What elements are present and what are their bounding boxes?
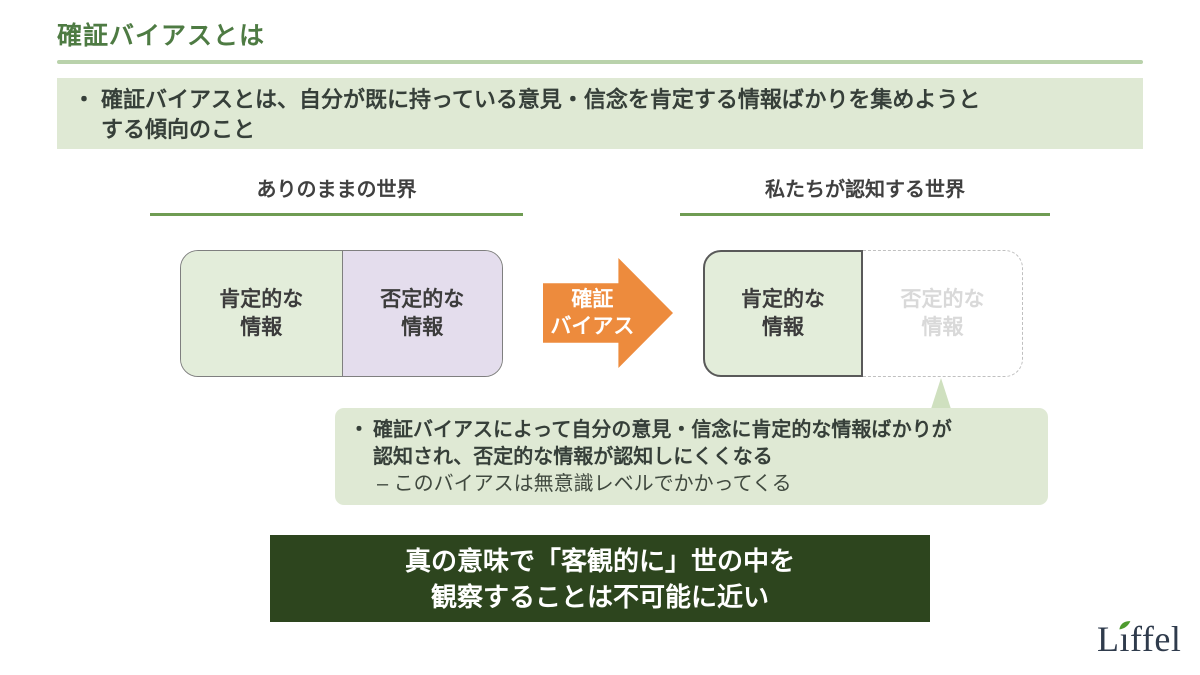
conclusion-box: 真の意味で「客観的に」世の中を 観察することは不可能に近い bbox=[270, 535, 930, 622]
raw-negative-info-cell: 否定的な 情報 bbox=[341, 251, 502, 376]
intro-text: 確証バイアスとは、自分が既に持っている意見・信念を肯定する情報ばかりを集めようと… bbox=[101, 87, 981, 142]
leaf-icon bbox=[1119, 621, 1131, 630]
callout-sub-note: – このバイアスは無意識レベルでかかってくる bbox=[377, 473, 792, 495]
confirmation-bias-arrow: 確証 バイアス bbox=[543, 258, 673, 368]
explanation-callout: ・ 確証バイアスによって自分の意見・信念に肯定的な情報ばかりが 認知され、否定的… bbox=[335, 408, 1048, 505]
perceived-positive-info-cell: 肯定的な 情報 bbox=[703, 250, 863, 377]
section-header-raw-world: ありのままの世界 bbox=[150, 176, 523, 216]
conclusion-text: 真の意味で「客観的に」世の中を 観察することは不可能に近い bbox=[404, 545, 795, 612]
callout-pointer-triangle bbox=[931, 378, 951, 409]
callout-main-text: 確証バイアスによって自分の意見・信念に肯定的な情報ばかりが 認知され、否定的な情… bbox=[373, 419, 952, 468]
intro-bullet-marker: ・ bbox=[73, 87, 96, 112]
perceived-world-box: 肯定的な 情報 否定的な 情報 bbox=[703, 250, 1023, 377]
arrow-label: 確証 バイアス bbox=[550, 288, 635, 338]
logo-text-l: L bbox=[1097, 619, 1120, 659]
callout-bullet-marker: ・ bbox=[349, 419, 369, 441]
perceived-negative-info-cell-faded: 否定的な 情報 bbox=[863, 250, 1023, 377]
liffel-logo: Lıffel bbox=[1097, 618, 1181, 660]
raw-world-box: 肯定的な 情報 否定的な 情報 bbox=[180, 250, 503, 377]
intro-banner: ・ 確証バイアスとは、自分が既に持っている意見・信念を肯定する情報ばかりを集めよ… bbox=[57, 78, 1143, 149]
title-underline-rule bbox=[57, 60, 1143, 64]
logo-text-ffel: ffel bbox=[1130, 619, 1182, 659]
logo-text-i: ı bbox=[1119, 619, 1131, 659]
raw-positive-info-cell: 肯定的な 情報 bbox=[181, 251, 342, 376]
page-title: 確証バイアスとは bbox=[57, 22, 266, 50]
section-header-perceived-world: 私たちが認知する世界 bbox=[680, 176, 1050, 216]
callout-main-row: ・ 確証バイアスによって自分の意見・信念に肯定的な情報ばかりが 認知され、否定的… bbox=[349, 417, 1032, 471]
